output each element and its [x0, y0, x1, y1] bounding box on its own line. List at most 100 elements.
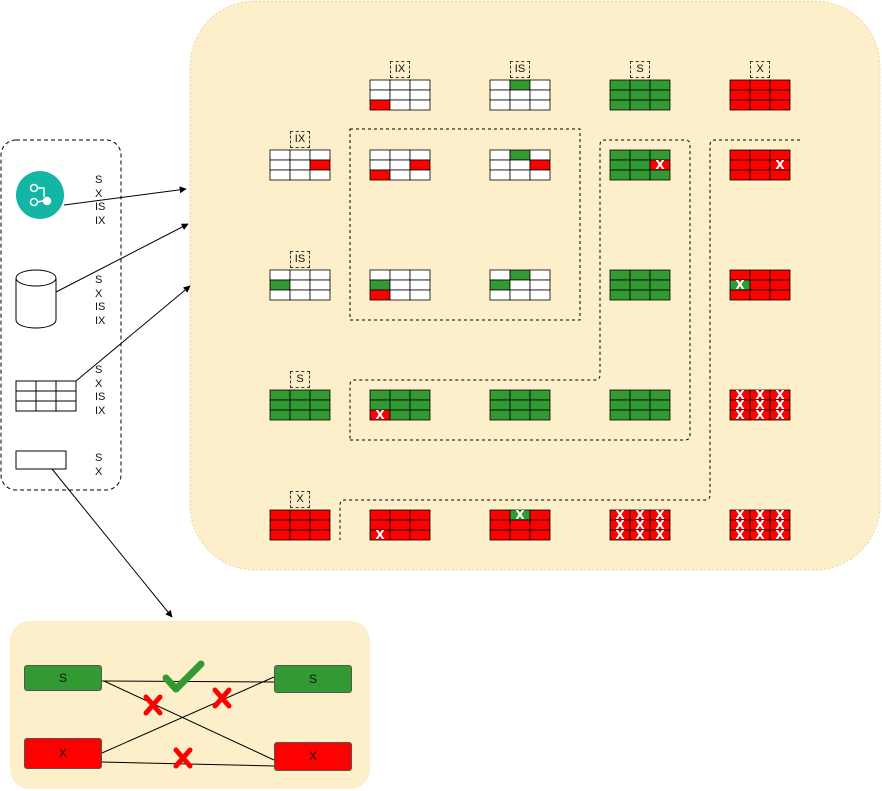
- grid-cell: [489, 289, 511, 301]
- grid-cell: [509, 149, 531, 161]
- grid-cell: [489, 269, 511, 281]
- conflict-mark: X: [735, 518, 745, 532]
- grid-cell: [269, 409, 291, 421]
- grid-cell: [289, 279, 311, 291]
- grid-cell: [409, 279, 431, 291]
- conflict-mark: X: [775, 508, 785, 522]
- grid-cell: [509, 89, 531, 101]
- grid-cell: [609, 279, 631, 291]
- grid-cell: [409, 99, 431, 111]
- conflict-mark: X: [615, 528, 625, 542]
- grid-cell: [509, 269, 531, 281]
- grid-cell: [289, 169, 311, 181]
- cell-is-x: X: [729, 269, 791, 301]
- grid-cell: [289, 269, 311, 281]
- cell-is-is: [489, 269, 551, 301]
- grid-cell: [269, 279, 291, 291]
- cell-s-ix: X: [369, 389, 431, 422]
- grid-cell: [649, 269, 671, 281]
- grid-cell: [529, 399, 551, 411]
- grid-cell: [289, 399, 311, 411]
- grid-cell: [529, 389, 551, 401]
- grid-cell: [489, 399, 511, 411]
- grid-cell: [509, 289, 531, 301]
- grid-cell: [509, 169, 531, 181]
- conflict-mark: X: [755, 408, 765, 422]
- grid-cell: [409, 389, 431, 401]
- grid-cell: [749, 89, 771, 101]
- grid-cell: [769, 169, 791, 181]
- grid-cell: [529, 79, 551, 91]
- grid-cell: [509, 409, 531, 421]
- cell-ix-s: X: [609, 149, 671, 181]
- row-icon: [15, 450, 67, 470]
- grid-cell: [389, 399, 411, 411]
- grid-cell: [529, 519, 551, 531]
- conflict-mark: X: [655, 508, 665, 522]
- grid-cell: [649, 169, 671, 181]
- grid-cell: [529, 149, 551, 161]
- grid-cell: [749, 169, 771, 181]
- conflict-mark: X: [735, 528, 745, 542]
- grid-cell: [389, 519, 411, 531]
- conflict-mark: X: [775, 158, 785, 172]
- grid-cell: [729, 169, 751, 181]
- grid-cell: [369, 289, 391, 301]
- grid-cell: [509, 279, 531, 291]
- grid-cell: [609, 169, 631, 181]
- grid-cell: [389, 99, 411, 111]
- grid-cell: [629, 89, 651, 101]
- grid-cell: [389, 159, 411, 171]
- row-grid-ix: [269, 149, 331, 181]
- grid-cell: [389, 279, 411, 291]
- conflict-mark: X: [755, 518, 765, 532]
- grid-cell: [489, 279, 511, 291]
- conflict-mark: X: [775, 398, 785, 412]
- database-arrow: [63, 186, 187, 206]
- grid-cell: [649, 529, 671, 541]
- grid-cell: [649, 409, 671, 421]
- grid-cell: [309, 169, 331, 181]
- conflict-mark: X: [775, 388, 785, 402]
- grid-cell: [309, 269, 331, 281]
- grid-cell: [629, 99, 651, 111]
- grid-cell: [269, 529, 291, 541]
- grid-cell: [269, 149, 291, 161]
- grid-cell: [369, 79, 391, 91]
- grid-cell: [269, 519, 291, 531]
- grid-cell: [609, 159, 631, 171]
- grid-cell: [389, 269, 411, 281]
- grid-cell: [289, 159, 311, 171]
- grid-cell: [289, 289, 311, 301]
- check-mark-icon: [162, 660, 205, 693]
- grid-cell: [509, 399, 531, 411]
- conflict-mark: X: [775, 408, 785, 422]
- grid-cell: [289, 149, 311, 161]
- grid-cell: [409, 529, 431, 541]
- grid-cell: [609, 99, 631, 111]
- grid-cell: [409, 409, 431, 421]
- grid-cell: [489, 409, 511, 421]
- column-grid-ix: [369, 79, 431, 111]
- grid-cell: [309, 529, 331, 541]
- grid-cell: [289, 409, 311, 421]
- grid-cell: [409, 169, 431, 181]
- grid-cell: [749, 149, 771, 161]
- row-grid-s: [269, 389, 331, 421]
- conflict-mark: X: [735, 408, 745, 422]
- table-icon: [15, 380, 77, 412]
- row-grid-x: [269, 509, 331, 541]
- grid-cell: [309, 279, 331, 291]
- conflict-mark: X: [735, 388, 745, 402]
- cell-is-ix: [369, 269, 431, 301]
- grid-cell: [489, 389, 511, 401]
- grid-cell: [489, 169, 511, 181]
- grid-cell: [529, 509, 551, 521]
- grid-cell: [649, 79, 671, 91]
- grid-cell: [609, 149, 631, 161]
- grid-cell: [629, 279, 651, 291]
- grid-cell: [509, 159, 531, 171]
- grid-cell: [269, 389, 291, 401]
